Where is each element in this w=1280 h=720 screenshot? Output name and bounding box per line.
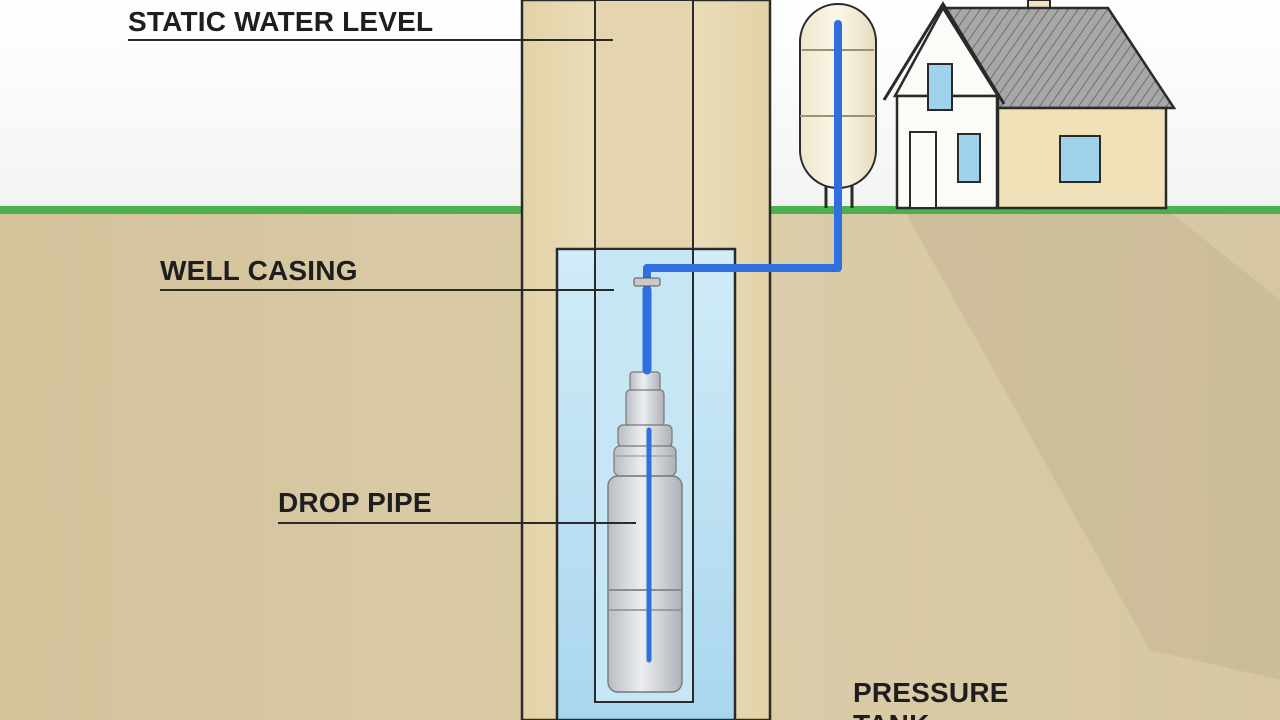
well-casing-label: WELL CASING [160, 255, 358, 286]
drop-pipe-label: DROP PIPE [278, 487, 432, 518]
pressure-tank-label: PRESSURE TANK [853, 677, 1009, 720]
pressure-tank [799, 3, 877, 208]
casing-inner-column [594, 0, 694, 251]
pressure-tank-label-line2: TANK [853, 709, 1009, 720]
pressure-tank-label-line1: PRESSURE [853, 677, 1009, 708]
house [882, 0, 1177, 210]
submersible-pump [607, 371, 683, 693]
house-shadow [905, 212, 1280, 680]
static-water-level-label: STATIC WATER LEVEL [128, 6, 434, 37]
